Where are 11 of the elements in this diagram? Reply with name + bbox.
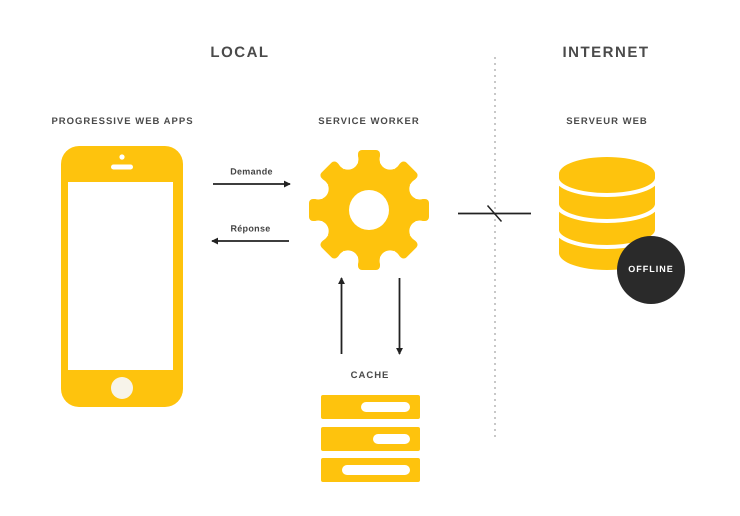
section-heading: INTERNET	[562, 42, 650, 63]
arrow	[213, 180, 291, 188]
node-title: PROGRESSIVE WEB APPS	[51, 115, 194, 129]
arrow	[396, 278, 403, 355]
connector-line	[458, 212, 531, 214]
node-title: SERVEUR WEB	[566, 115, 648, 129]
arrow	[211, 238, 289, 244]
section-heading: LOCAL	[210, 42, 270, 63]
arrow	[338, 277, 345, 354]
node-title: SERVICE WORKER	[318, 115, 420, 129]
node-title: CACHE	[350, 369, 390, 383]
